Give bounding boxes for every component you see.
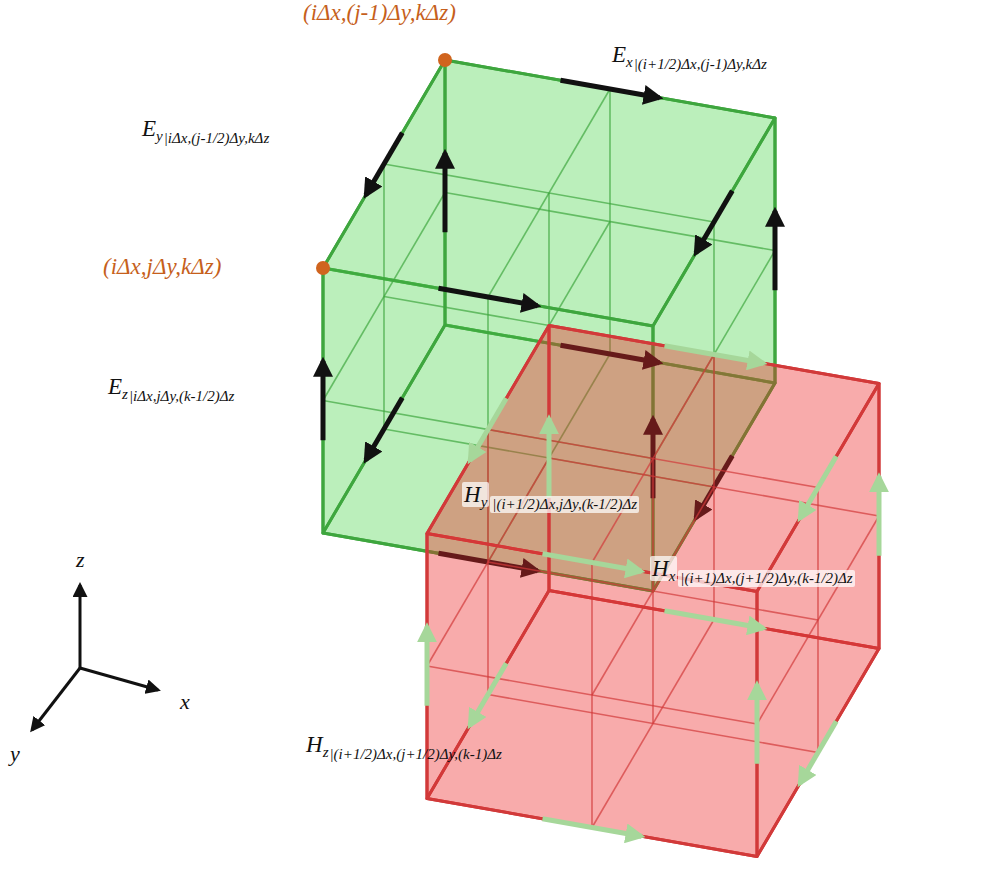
field-symbol: Ex	[612, 42, 633, 67]
h-field-arrow	[425, 626, 430, 706]
grid-line	[427, 591, 549, 799]
axis-label: x	[180, 690, 190, 714]
x-axis	[80, 668, 158, 690]
h-field-arrow	[470, 398, 507, 460]
e-field-arrow	[561, 80, 660, 97]
field-symbol: Ez	[108, 374, 128, 399]
e-field-arrow	[443, 153, 448, 233]
axis-label: y	[10, 742, 20, 766]
field-location: |iΔx,(j-1/2)Δy,kΔz	[164, 130, 270, 147]
grid-line	[548, 326, 550, 591]
grid-line	[878, 384, 880, 649]
grid-node-dot	[438, 53, 452, 67]
grid-node-dot	[316, 261, 330, 275]
e-field-arrow	[366, 398, 403, 460]
grid-line	[774, 118, 776, 383]
e-field-arrow	[439, 288, 538, 305]
h-field-arrow	[470, 663, 507, 725]
grid-line	[323, 325, 445, 533]
field-location: |(i+1)Δx,(j+1/2)Δy,(k-1/2)Δz	[678, 570, 854, 587]
h-field-arrow	[543, 554, 642, 571]
e-field-arrow	[366, 133, 403, 195]
e-field-arrow	[321, 361, 326, 441]
grid-line	[652, 459, 654, 724]
z-axis	[79, 585, 82, 668]
magnetic-cell	[427, 326, 879, 857]
grid-line	[427, 799, 757, 857]
grid-line	[444, 60, 446, 325]
grid-line	[592, 620, 714, 828]
h-field-arrow	[547, 418, 552, 498]
cell-face	[757, 384, 879, 857]
field-symbol: Hy	[462, 482, 489, 507]
field-symbol: Hz	[306, 732, 328, 757]
h-field-arrow	[800, 456, 837, 518]
h-field-arrow	[665, 346, 764, 363]
axis-triad	[32, 585, 158, 730]
coordinate-label: (iΔx,(j-1)Δy,kΔz)	[303, 0, 456, 25]
cells	[316, 53, 879, 857]
field-location: |(i+1/2)Δx,(j+1/2)Δy,(k-1)Δz	[329, 746, 501, 763]
coordinate-label: (iΔx,jΔy,kΔz)	[103, 254, 221, 279]
h-field-arrow	[800, 721, 837, 783]
field-symbol: Hx	[650, 556, 677, 581]
field-location: |(i+1/2)Δx,(j-1)Δy,kΔz	[634, 56, 767, 73]
grid-line	[757, 649, 879, 857]
grid-line	[322, 268, 324, 533]
grid-line	[323, 268, 653, 326]
field-location: |iΔx,jΔy,(k-1/2)Δz	[129, 388, 235, 405]
e-field-arrow	[773, 211, 778, 291]
h-field-arrow	[755, 684, 760, 764]
grid-line	[817, 488, 819, 753]
h-field-arrow	[543, 819, 642, 836]
h-field-arrow	[665, 611, 764, 628]
e-field-arrow	[696, 191, 733, 253]
y-axis	[32, 668, 80, 730]
field-location: |(i+1/2)Δx,jΔy,(k-1/2)Δz	[490, 496, 639, 513]
h-field-arrow	[877, 476, 882, 556]
field-symbol: Ey	[142, 116, 163, 141]
axis-label: z	[76, 548, 85, 572]
grid-line	[756, 592, 758, 857]
